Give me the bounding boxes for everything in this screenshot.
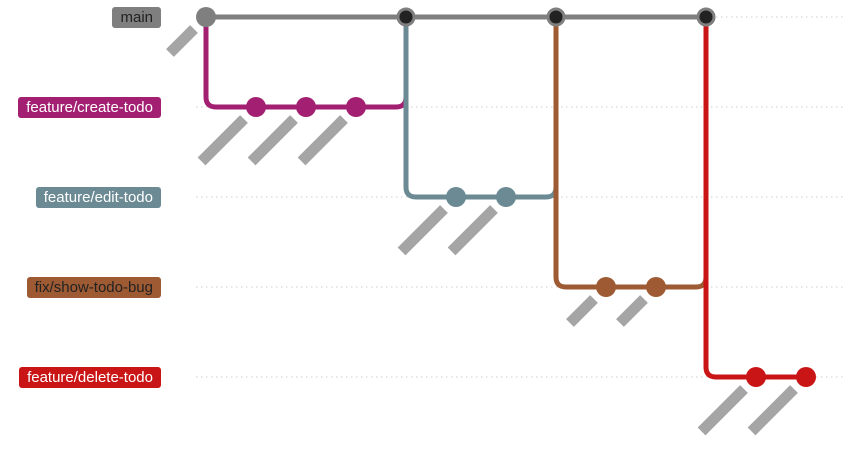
commit-tag-box [747, 385, 798, 436]
commit-dot-12[interactable] [796, 367, 816, 387]
commit-dot-11[interactable] [746, 367, 766, 387]
commit-tag [616, 295, 648, 327]
commit-tag [697, 385, 748, 436]
commit-dot-3[interactable] [346, 97, 366, 117]
branch-line-fix [553, 17, 709, 290]
merge-commit-4[interactable] [396, 7, 416, 27]
merge-commit-7[interactable] [546, 7, 566, 27]
commit-tag-box [166, 25, 198, 57]
branch-label-fix[interactable]: fix/show-todo-bug [26, 277, 161, 298]
commit-tag [397, 205, 448, 256]
commit-tag [247, 115, 298, 166]
commit-tag [166, 25, 198, 57]
commit-dot-1[interactable] [246, 97, 266, 117]
branch-label-delete[interactable]: feature/delete-todo [19, 367, 161, 388]
commit-tag [447, 205, 498, 256]
commit-tag-box [397, 205, 448, 256]
commit-dot-0[interactable] [196, 7, 216, 27]
merge-commit-10[interactable] [696, 7, 716, 27]
branch-line-create [203, 17, 409, 110]
branch-label-edit[interactable]: feature/edit-todo [35, 187, 161, 208]
commit-dot-9[interactable] [646, 277, 666, 297]
commit-tag-box [297, 115, 348, 166]
commit-tag-box [697, 385, 748, 436]
branch-label-create[interactable]: feature/create-todo [18, 97, 161, 118]
commit-tag-box [616, 295, 648, 327]
commit-dot-2[interactable] [296, 97, 316, 117]
commit-tag-box [247, 115, 298, 166]
commit-dot-8[interactable] [596, 277, 616, 297]
commit-tag-box [566, 295, 598, 327]
branch-label-main[interactable]: main [112, 7, 161, 28]
commit-dot-6[interactable] [496, 187, 516, 207]
commit-tag [566, 295, 598, 327]
commit-tag [747, 385, 798, 436]
commit-dot-5[interactable] [446, 187, 466, 207]
commit-tag-box [197, 115, 248, 166]
branch-line-delete [703, 17, 806, 380]
commit-tag-box [447, 205, 498, 256]
commit-tag [297, 115, 348, 166]
commit-tag [197, 115, 248, 166]
